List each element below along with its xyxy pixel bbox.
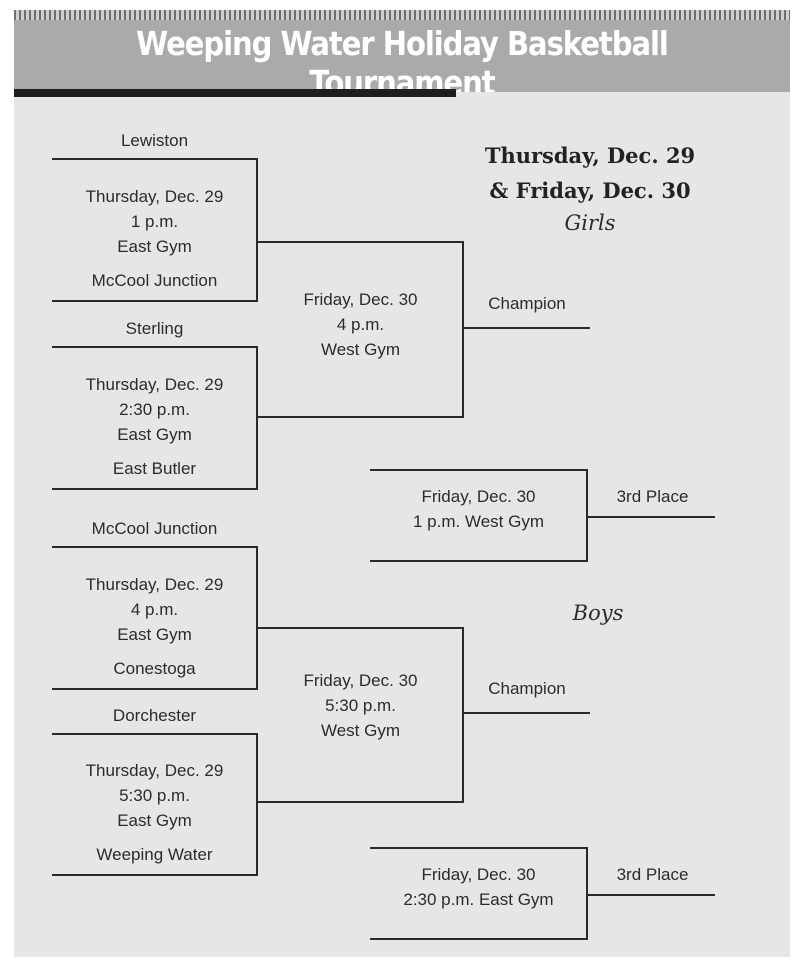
final-gym: West Gym bbox=[320, 340, 401, 359]
team-top: McCool Junction bbox=[91, 519, 218, 538]
page-title: Weeping Water Holiday Basketball Tournam… bbox=[136, 24, 669, 102]
schedule-heading-line2: & Friday, Dec. 30 bbox=[489, 178, 691, 203]
team-top: Sterling bbox=[125, 319, 184, 338]
third-place-line bbox=[586, 894, 715, 896]
game-day: Thursday, Dec. 29 bbox=[85, 375, 224, 394]
bracket-line bbox=[256, 546, 258, 690]
final-day: Friday, Dec. 30 bbox=[303, 671, 418, 690]
game-day: Thursday, Dec. 29 bbox=[85, 761, 224, 780]
bracket-line bbox=[52, 346, 258, 348]
bracket-line bbox=[52, 488, 258, 490]
bracket-line bbox=[256, 346, 258, 490]
final-time: 5:30 p.m. bbox=[325, 696, 396, 715]
final-day: Friday, Dec. 30 bbox=[303, 290, 418, 309]
bracket-line bbox=[462, 241, 464, 418]
bracket-panel bbox=[14, 92, 790, 957]
game-time: 4 p.m. bbox=[130, 600, 179, 619]
game-day: Thursday, Dec. 29 bbox=[85, 575, 224, 594]
accent-bar bbox=[14, 89, 456, 97]
bracket-line bbox=[52, 546, 258, 548]
bracket-connector bbox=[256, 241, 464, 243]
game-time: 1 p.m. bbox=[130, 212, 179, 231]
bracket-line bbox=[370, 560, 588, 562]
champion-line bbox=[462, 712, 590, 714]
game-gym: East Gym bbox=[117, 237, 192, 256]
bracket-line bbox=[52, 688, 258, 690]
bracket-connector bbox=[256, 416, 464, 418]
game-gym: East Gym bbox=[117, 425, 192, 444]
third-place-label: 3rd Place bbox=[616, 865, 689, 884]
third-time-gym: 1 p.m. West Gym bbox=[413, 512, 544, 531]
game-time: 2:30 p.m. bbox=[119, 400, 190, 419]
third-time-gym: 2:30 p.m. East Gym bbox=[403, 890, 554, 909]
bracket-line bbox=[52, 733, 258, 735]
bracket-line bbox=[52, 158, 258, 160]
game-time: 5:30 p.m. bbox=[119, 786, 190, 805]
bracket-line bbox=[370, 938, 588, 940]
bracket-connector bbox=[256, 627, 464, 629]
team-bottom: McCool Junction bbox=[91, 271, 218, 290]
title-band bbox=[14, 20, 790, 92]
champion-line bbox=[462, 327, 590, 329]
champion-label: Champion bbox=[488, 294, 566, 313]
bracket-line bbox=[370, 469, 588, 471]
game-gym: East Gym bbox=[117, 625, 192, 644]
third-place-line bbox=[586, 516, 715, 518]
bracket-line bbox=[256, 733, 258, 876]
bracket-line bbox=[586, 847, 588, 940]
team-bottom: Weeping Water bbox=[96, 845, 213, 864]
bracket-line bbox=[256, 158, 258, 302]
third-place-label: 3rd Place bbox=[616, 487, 689, 506]
bracket-line bbox=[462, 627, 464, 803]
game-day: Thursday, Dec. 29 bbox=[85, 187, 224, 206]
bracket-line bbox=[52, 300, 258, 302]
final-time: 4 p.m. bbox=[336, 315, 385, 334]
third-day: Friday, Dec. 30 bbox=[421, 865, 536, 884]
champion-label: Champion bbox=[488, 679, 566, 698]
boys-label: Boys bbox=[572, 601, 624, 625]
bracket-line bbox=[52, 874, 258, 876]
decorative-comb-border bbox=[14, 10, 790, 20]
bracket-connector bbox=[256, 801, 464, 803]
bracket-line bbox=[586, 469, 588, 562]
bracket-line bbox=[370, 847, 588, 849]
team-bottom: East Butler bbox=[112, 459, 197, 478]
final-gym: West Gym bbox=[320, 721, 401, 740]
girls-label: Girls bbox=[564, 211, 616, 235]
team-top: Lewiston bbox=[120, 131, 189, 150]
schedule-heading-line1: Thursday, Dec. 29 bbox=[484, 143, 696, 168]
game-gym: East Gym bbox=[117, 811, 192, 830]
team-bottom: Conestoga bbox=[113, 659, 196, 678]
third-day: Friday, Dec. 30 bbox=[421, 487, 536, 506]
team-top: Dorchester bbox=[112, 706, 197, 725]
